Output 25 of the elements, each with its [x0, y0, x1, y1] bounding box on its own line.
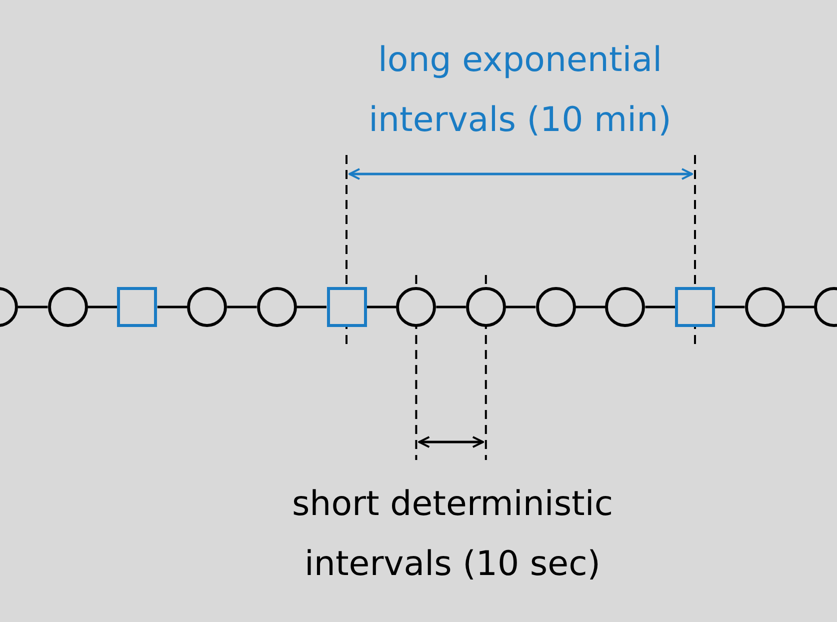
connector-line [366, 306, 396, 308]
connector-line [296, 306, 326, 308]
connector-line [157, 306, 188, 308]
connector-line [645, 306, 675, 308]
circle-node [48, 287, 88, 327]
square-node [326, 287, 366, 327]
connector-line [715, 306, 745, 308]
interval-label: long exponential intervals (10 min) [368, 39, 672, 142]
circle-node [256, 287, 297, 327]
connector-line [576, 306, 606, 308]
connector-line [784, 306, 814, 308]
connector-line [88, 306, 118, 308]
circle-node [536, 287, 576, 327]
connector-line [436, 306, 466, 308]
connector-line [506, 306, 536, 308]
circle-node [744, 287, 785, 327]
interval-label: short deterministic intervals (10 sec) [290, 483, 614, 586]
circle-node [605, 287, 646, 327]
circle-node [187, 287, 228, 327]
square-node [117, 287, 158, 327]
connector-line [18, 306, 48, 308]
square-node [675, 287, 715, 327]
circle-node [466, 287, 506, 327]
connector-line [227, 306, 257, 308]
circle-node [396, 287, 436, 327]
